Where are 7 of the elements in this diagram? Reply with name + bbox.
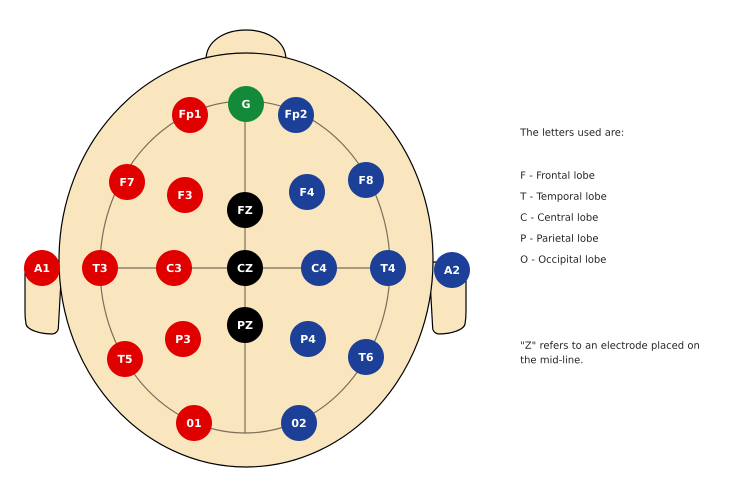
note-text: "Z" refers to an electrode placed on the mid-line. bbox=[520, 341, 699, 364]
note-text: C - Central lobe bbox=[520, 213, 598, 221]
note-text: F - Frontal lobe bbox=[521, 171, 594, 179]
note-text: P - Parietal lobe bbox=[521, 234, 598, 242]
note-text: T - Temporal lobe bbox=[520, 192, 606, 202]
note-text: The letters used are: bbox=[520, 128, 624, 136]
note-text: O - Occipital lobe bbox=[520, 255, 606, 265]
